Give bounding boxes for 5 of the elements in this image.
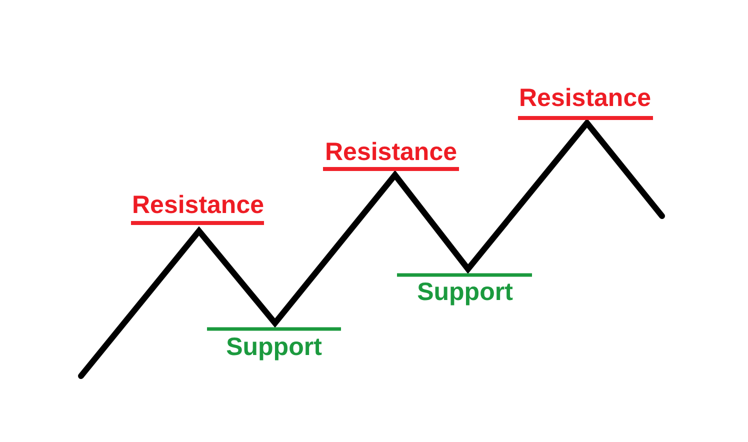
support-label: Support: [226, 335, 322, 360]
resistance-label: Resistance: [324, 140, 458, 165]
support-label: Support: [417, 280, 513, 305]
resistance-label: Resistance: [132, 193, 264, 218]
resistance-label: Resistance: [518, 86, 652, 111]
